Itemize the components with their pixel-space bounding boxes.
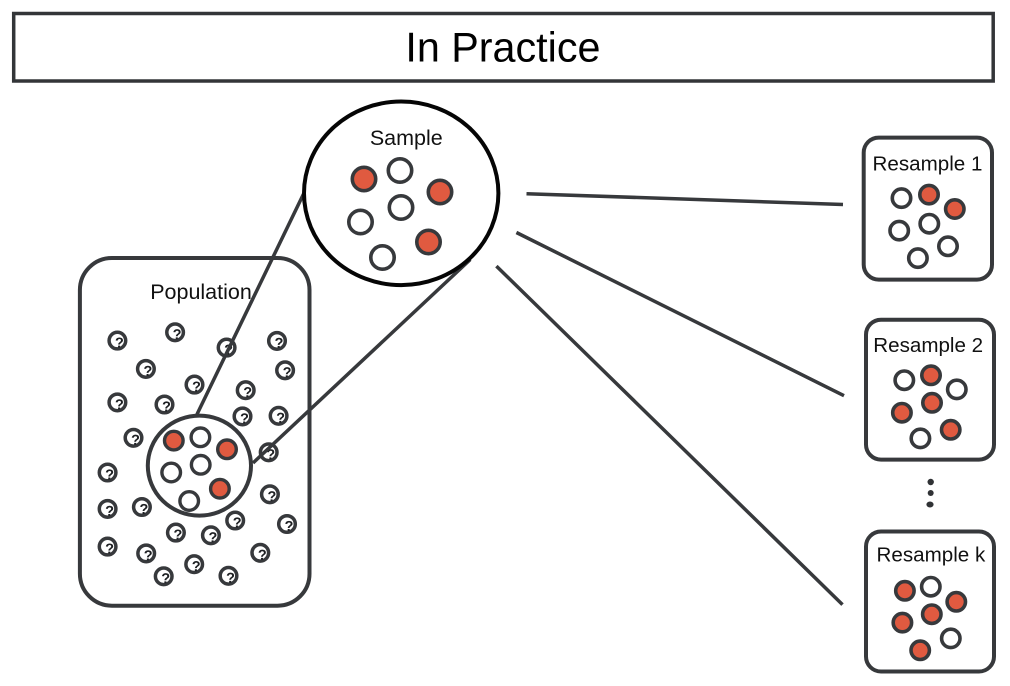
svg-text:Sample: Sample [370,126,443,150]
svg-text:Resample k: Resample k [877,544,986,567]
svg-text:Resample 2: Resample 2 [873,334,983,357]
svg-text:In Practice: In Practice [405,24,600,70]
svg-text:Population: Population [150,280,252,304]
svg-text:Resample 1: Resample 1 [873,153,983,176]
